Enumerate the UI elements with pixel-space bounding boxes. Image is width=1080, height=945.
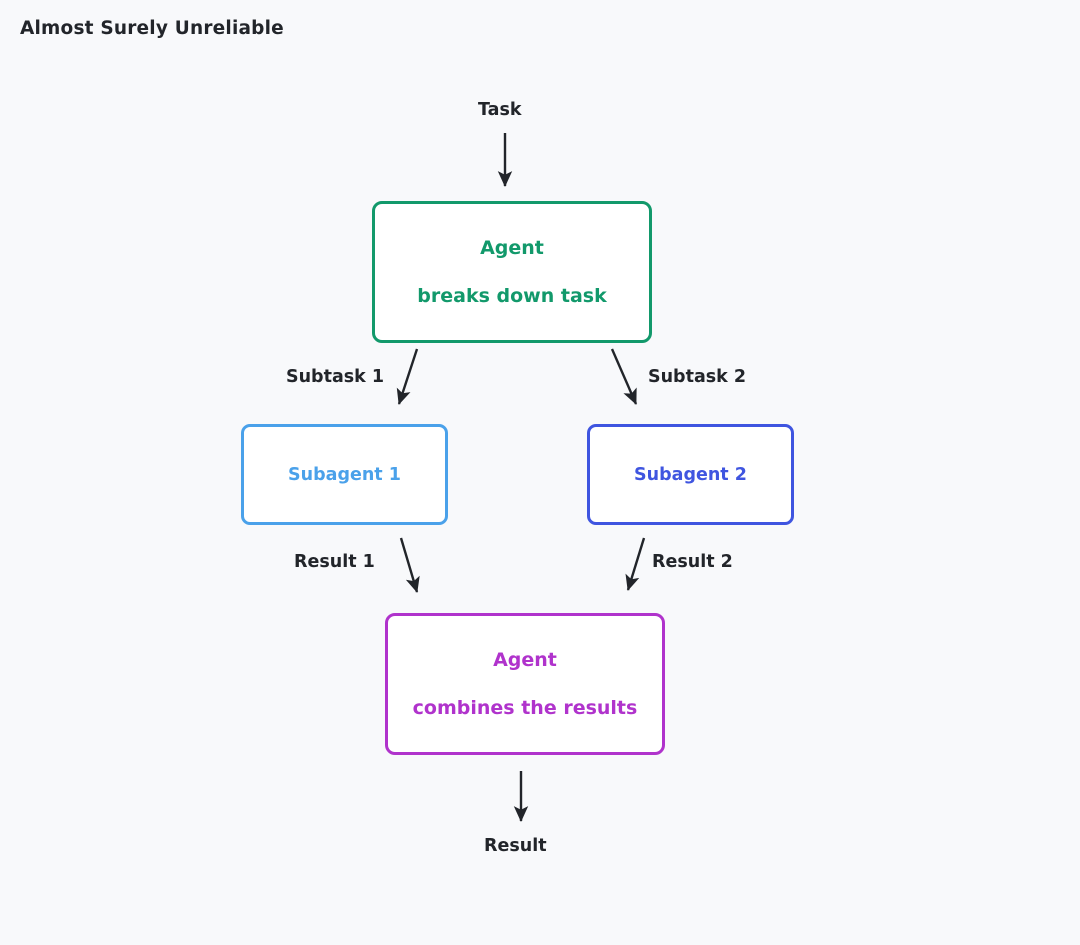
node-agent-breaks-down-task[interactable]: Agent breaks down task bbox=[372, 201, 652, 343]
node-subagent-1[interactable]: Subagent 1 bbox=[241, 424, 448, 525]
node-subagent-2-label: Subagent 2 bbox=[634, 464, 747, 485]
node-agent-combines-results[interactable]: Agent combines the results bbox=[385, 613, 665, 755]
edge-label-subtask-2: Subtask 2 bbox=[648, 367, 747, 387]
edge-label-task: Task bbox=[478, 100, 522, 120]
node-agent-bottom-line-2: combines the results bbox=[412, 697, 638, 719]
arrow-result-2 bbox=[625, 537, 646, 591]
arrow-subtask-1 bbox=[396, 348, 419, 405]
node-agent-top-line-2: breaks down task bbox=[417, 285, 607, 307]
edge-label-subtask-1: Subtask 1 bbox=[286, 367, 385, 387]
arrow-result-1 bbox=[399, 537, 420, 593]
node-agent-top-line-1: Agent bbox=[480, 237, 544, 259]
node-agent-bottom-line-1: Agent bbox=[493, 649, 557, 671]
edge-label-result-1: Result 1 bbox=[294, 552, 375, 572]
node-subagent-2[interactable]: Subagent 2 bbox=[587, 424, 794, 525]
edge-label-result: Result bbox=[484, 836, 547, 856]
page-title: Almost Surely Unreliable bbox=[20, 18, 284, 39]
node-subagent-1-label: Subagent 1 bbox=[288, 464, 401, 485]
edge-label-result-2: Result 2 bbox=[652, 552, 733, 572]
arrow-subtask-2 bbox=[610, 348, 638, 405]
